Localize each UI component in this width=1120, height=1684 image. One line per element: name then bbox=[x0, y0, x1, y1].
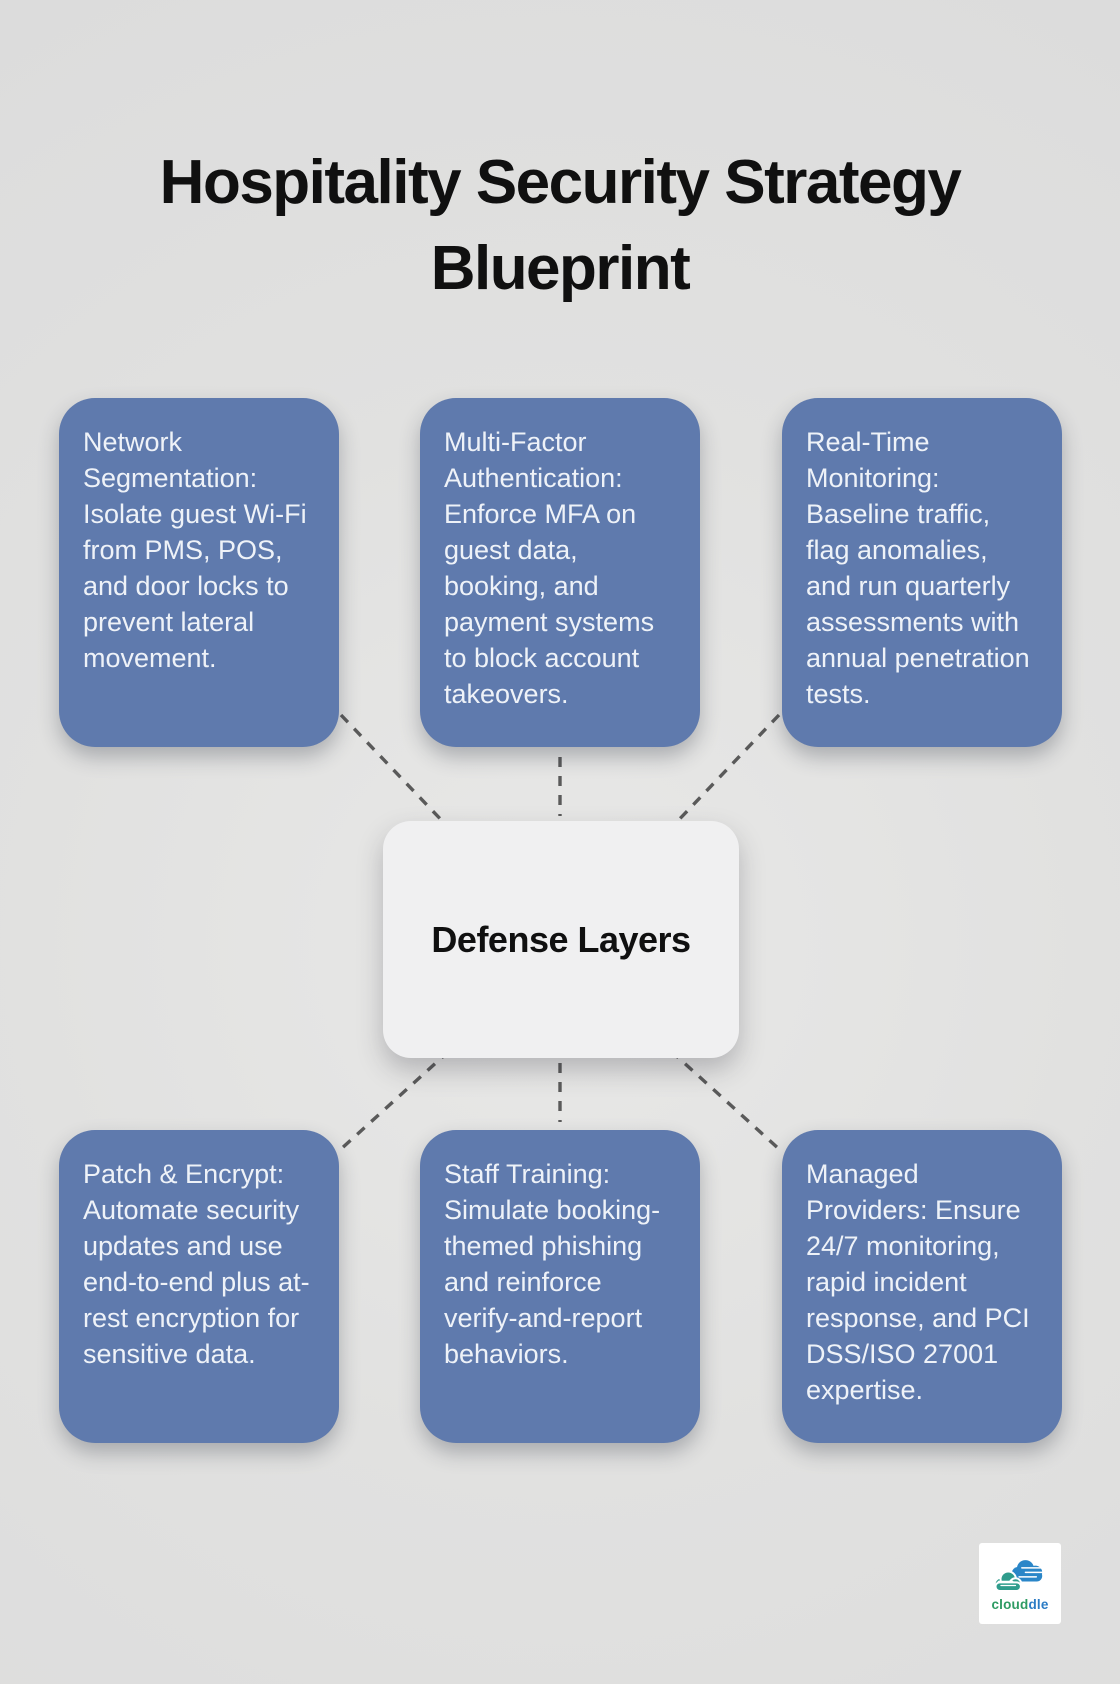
node-multi-factor-authentication: Multi-Factor Authentication: Enforce MFA… bbox=[420, 398, 700, 747]
node-patch-and-encrypt: Patch & Encrypt: Automate security updat… bbox=[59, 1130, 339, 1443]
clouddle-wordmark: clouddle bbox=[991, 1598, 1048, 1612]
wordmark-secondary: dle bbox=[1028, 1597, 1049, 1612]
node-text: Network Segmentation: Isolate guest Wi-F… bbox=[83, 427, 307, 673]
node-text: Multi-Factor Authentication: Enforce MFA… bbox=[444, 427, 655, 709]
node-staff-training: Staff Training: Simulate booking-themed … bbox=[420, 1130, 700, 1443]
node-network-segmentation: Network Segmentation: Isolate guest Wi-F… bbox=[59, 398, 339, 747]
page-title: Hospitality Security Strategy Blueprint bbox=[159, 147, 962, 303]
node-text: Patch & Encrypt: Automate security updat… bbox=[83, 1159, 310, 1369]
connector-bottom-right bbox=[669, 1049, 781, 1151]
cloud-icon bbox=[993, 1560, 1045, 1592]
node-real-time-monitoring: Real-Time Monitoring: Baseline traffic, … bbox=[782, 398, 1062, 747]
node-text: Managed Providers: Ensure 24/7 monitorin… bbox=[806, 1159, 1030, 1405]
defense-layers-label: Defense Layers bbox=[431, 918, 691, 960]
node-text: Staff Training: Simulate booking-themed … bbox=[444, 1159, 661, 1369]
node-defense-layers: Defense Layers bbox=[383, 821, 739, 1058]
wordmark-primary: cloud bbox=[991, 1597, 1029, 1612]
node-text: Real-Time Monitoring: Baseline traffic, … bbox=[806, 427, 1030, 709]
connector-bottom-left bbox=[339, 1049, 451, 1151]
clouddle-logo: clouddle bbox=[979, 1543, 1061, 1624]
node-managed-providers: Managed Providers: Ensure 24/7 monitorin… bbox=[782, 1130, 1062, 1443]
